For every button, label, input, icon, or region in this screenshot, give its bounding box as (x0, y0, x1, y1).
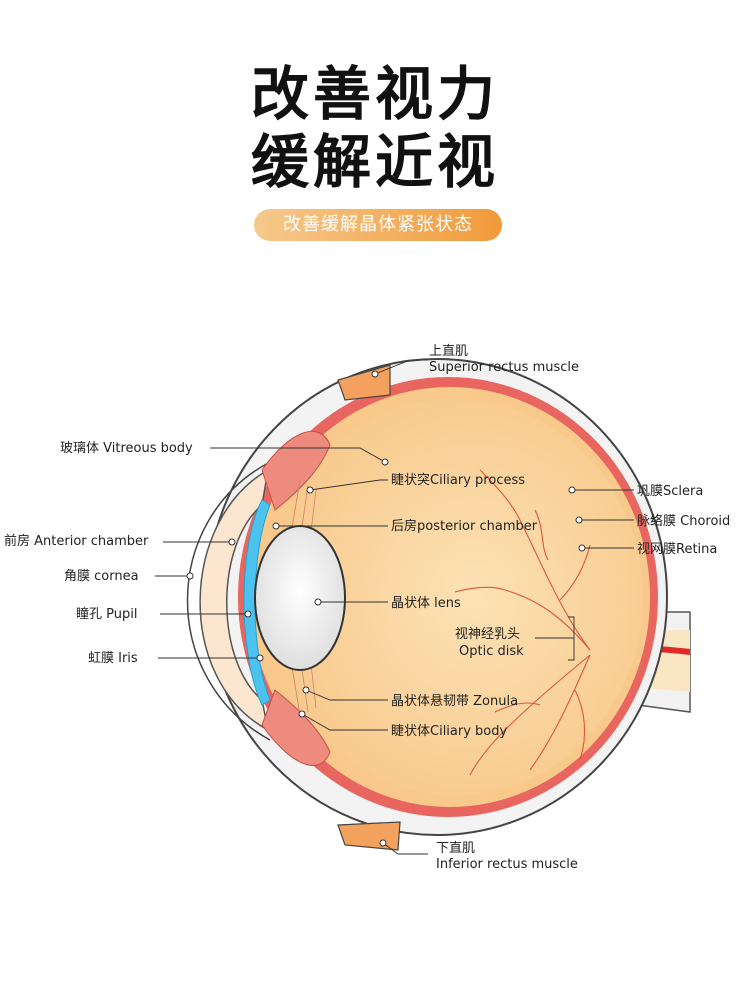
label-superior-zh: 上直肌 (429, 344, 468, 359)
label-cornea: 角膜 cornea (64, 569, 139, 584)
label-inferior-en: Inferior rectus muscle (436, 857, 578, 872)
label-choroid: 脉络膜 Choroid (637, 513, 730, 529)
label-retina: 视网膜Retina (637, 542, 717, 557)
label-ciliary-process: 睫状突Ciliary process (391, 472, 525, 488)
label-pupil: 瞳孔 Pupil (76, 607, 137, 622)
iris (243, 499, 271, 706)
lens (254, 525, 346, 671)
label-zonula: 晶状体悬韧带 Zonula (391, 694, 518, 709)
vitreous-body (267, 399, 643, 795)
labels: 上直肌 Superior rectus muscle 玻璃体 Vitreous … (4, 344, 730, 872)
leader-lines (155, 359, 634, 855)
ciliary-body-bottom (261, 689, 331, 766)
label-ciliary-body: 睫状体Ciliary body (391, 724, 508, 739)
label-anterior-chamber: 前房 Anterior chamber (4, 533, 149, 549)
inferior-rectus-muscle (337, 821, 401, 851)
page-title-line2: 缓解近视 (250, 128, 499, 196)
subtitle-badge: 改善缓解晶体紧张状态 (254, 209, 502, 241)
page-title-line1: 改善视力 (250, 60, 499, 128)
label-posterior-chamber: 后房posterior chamber (391, 518, 538, 534)
label-superior-en: Superior rectus muscle (429, 360, 579, 375)
label-iris: 虹膜 Iris (88, 651, 138, 666)
label-sclera: 巩膜Sclera (637, 484, 703, 499)
label-optic-zh: 视神经乳头 (455, 627, 520, 642)
label-optic-en: Optic disk (459, 644, 524, 659)
retinal-vessels (454, 469, 591, 776)
label-inferior-zh: 下直肌 (436, 841, 475, 856)
label-vitreous: 玻璃体 Vitreous body (60, 441, 193, 456)
ciliary-body-top (261, 430, 331, 511)
label-lens: 晶状体 lens (391, 596, 461, 611)
